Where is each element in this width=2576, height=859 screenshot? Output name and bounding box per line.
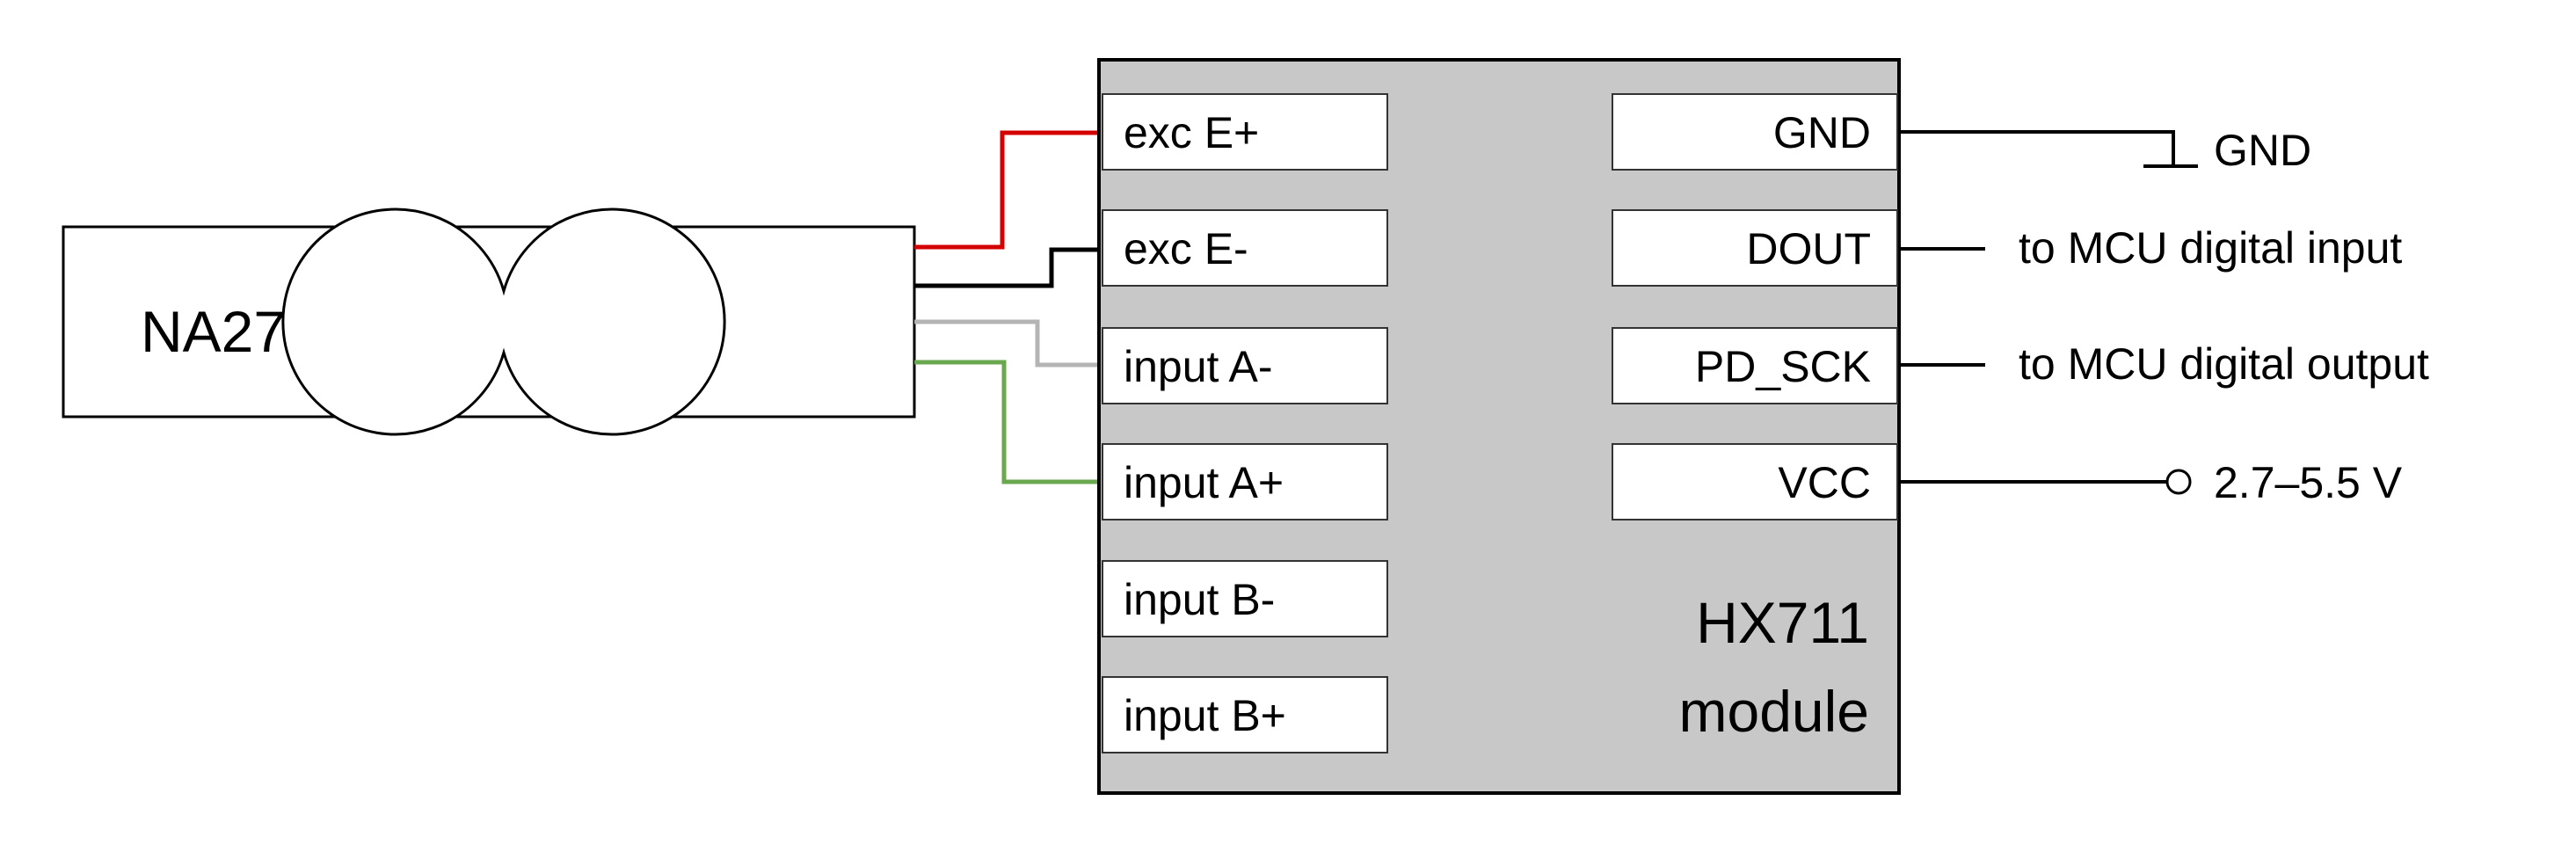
pin-input-a-minus: input A- (1102, 327, 1388, 404)
sensor-wires (914, 130, 1099, 484)
pin-label: DOUT (1746, 224, 1871, 273)
module-label-line1: HX711 (1696, 590, 1869, 655)
vcc-terminal-icon (2165, 469, 2192, 495)
pin-label: VCC (1778, 458, 1871, 507)
load-cell-hole-icon (281, 207, 726, 436)
pin-vcc: VCC (1612, 443, 1898, 520)
wire-red (914, 130, 1099, 250)
wire-green (914, 360, 1099, 484)
pin-label: input A+ (1124, 458, 1284, 507)
pin-input-b-minus: input B- (1102, 560, 1388, 637)
pin-pd-sck: PD_SCK (1612, 327, 1898, 404)
pin-input-b-plus: input B+ (1102, 676, 1388, 753)
gnd-connection: GND (1899, 126, 2311, 175)
vcc-connection: 2.7–5.5 V (1899, 458, 2403, 507)
pin-label: input B- (1124, 575, 1275, 624)
pin-label: exc E+ (1124, 108, 1259, 157)
pin-label: PD_SCK (1695, 342, 1871, 391)
pin-exc-e-minus: exc E- (1102, 209, 1388, 287)
pin-label: GND (1773, 108, 1871, 157)
module-label-line2: module (1679, 679, 1869, 744)
hx711-module: exc E+ exc E- input A- input A+ input B-… (1097, 58, 1901, 795)
wire-black (914, 247, 1099, 288)
wire-gray (914, 319, 1099, 368)
load-cell-label: NA27 (141, 299, 286, 364)
load-cell: NA27 (62, 207, 916, 436)
pin-label: input A- (1124, 342, 1273, 391)
dout-connection: to MCU digital input (1899, 223, 2402, 273)
gnd-wire (1899, 130, 2175, 166)
pin-dout: DOUT (1612, 209, 1898, 287)
module-body (1097, 58, 1901, 795)
gnd-target-label: GND (2214, 126, 2311, 175)
vcc-target-label: 2.7–5.5 V (2214, 458, 2403, 507)
dout-target-label: to MCU digital input (2019, 223, 2402, 273)
pd-sck-connection: to MCU digital output (1899, 339, 2429, 389)
pin-gnd: GND (1612, 93, 1898, 171)
pin-exc-e-plus: exc E+ (1102, 93, 1388, 171)
pin-input-a-plus: input A+ (1102, 443, 1388, 520)
pin-label: input B+ (1124, 691, 1286, 740)
pd-sck-target-label: to MCU digital output (2019, 339, 2429, 389)
pin-label: exc E- (1124, 224, 1248, 273)
